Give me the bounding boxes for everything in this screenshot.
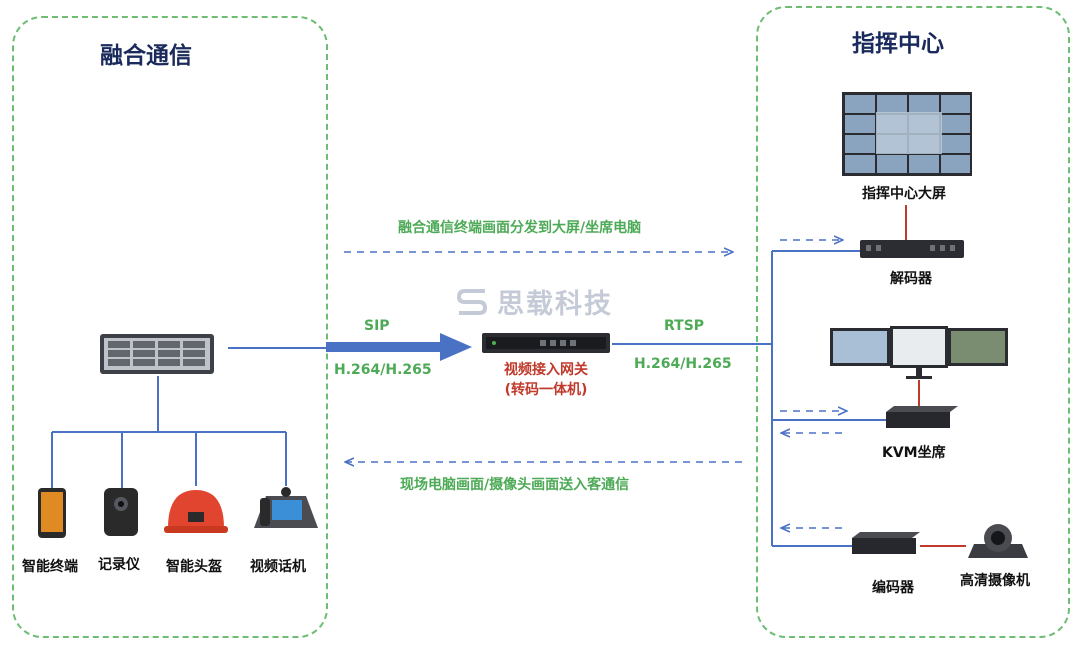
video-phone-label: 视频话机 <box>250 559 306 575</box>
decoder-device-icon <box>860 240 964 258</box>
gateway-label: 视频接入网关 (转码一体机) <box>490 360 602 400</box>
recorder-label: 记录仪 <box>98 557 140 573</box>
video-phone-icon <box>254 487 318 528</box>
gateway-device-icon <box>482 333 610 353</box>
command-center-zone <box>756 6 1070 638</box>
command-center-title: 指挥中心 <box>852 31 944 57</box>
decoder-label: 解码器 <box>890 271 932 287</box>
smart-terminal-label: 智能终端 <box>22 559 78 575</box>
encoder-device-icon <box>852 532 920 554</box>
server-icon <box>100 334 214 374</box>
rtsp-label: RTSP <box>664 318 705 334</box>
recorder-icon <box>104 488 138 536</box>
flow-label-distribute: 融合通信终端画面分发到大屏/坐席电脑 <box>398 220 642 236</box>
smart-terminal-icon <box>38 488 66 538</box>
right-wiring <box>612 250 886 547</box>
hd-camera-label: 高清摄像机 <box>960 573 1030 589</box>
watermark-text: 思载科技 <box>497 289 613 320</box>
kvm-box-icon <box>886 406 958 428</box>
sip-label: SIP <box>364 318 390 334</box>
gateway-label-line2: (转码一体机) <box>504 382 588 398</box>
codec-label-right: H.264/H.265 <box>634 356 732 372</box>
sip-thick-arrow <box>326 333 472 361</box>
watermark: 思载科技 <box>455 282 613 321</box>
dashed-flow-arrows <box>344 240 846 528</box>
codec-label-left: H.264/H.265 <box>334 362 432 378</box>
big-screen-wall-icon <box>842 92 972 176</box>
flow-label-ingest: 现场电脑画面/摄像头画面送入客通信 <box>400 477 630 493</box>
hd-camera-icon <box>968 524 1028 558</box>
kvm-monitors-icon <box>830 326 1008 379</box>
smart-helmet-label: 智能头盔 <box>166 559 222 575</box>
gateway-label-line1: 视频接入网关 <box>504 362 588 378</box>
encoder-label: 编码器 <box>872 580 914 596</box>
left-wiring <box>51 347 326 488</box>
smart-helmet-icon <box>164 490 228 533</box>
red-links <box>905 205 966 547</box>
kvm-label: KVM坐席 <box>882 445 946 461</box>
fusion-communication-title: 融合通信 <box>100 43 192 69</box>
brand-logo-icon <box>456 288 488 315</box>
fusion-communication-zone <box>12 16 328 638</box>
big-screen-label: 指挥中心大屏 <box>862 186 946 202</box>
